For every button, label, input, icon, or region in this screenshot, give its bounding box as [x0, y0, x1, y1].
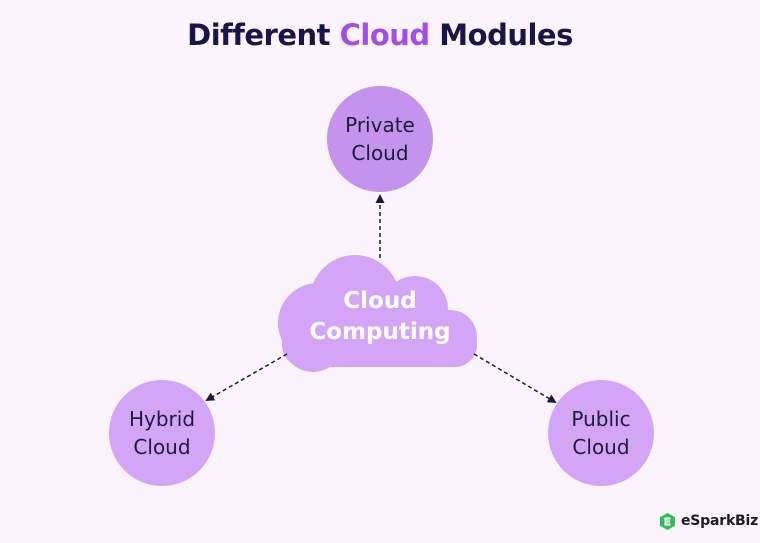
hybrid-cloud-node: Hybrid Cloud: [109, 380, 215, 486]
title-accent: Cloud: [339, 18, 431, 52]
public-cloud-line-1: Public: [571, 407, 631, 431]
cloud-computing-line-2: Computing: [309, 319, 451, 345]
title-part-2: Modules: [429, 18, 573, 52]
esparkbiz-logo-icon: [660, 512, 675, 530]
cloud-computing-label: Cloud Computing: [285, 286, 475, 348]
hybrid-cloud-line-1: Hybrid: [128, 407, 196, 431]
private-cloud-node: Private Cloud: [327, 86, 433, 192]
private-cloud-line-2: Cloud: [351, 141, 409, 165]
private-cloud-line-1: Private: [345, 113, 415, 137]
public-cloud-node: Public Cloud: [548, 380, 654, 486]
title-part-1: Different: [187, 18, 340, 52]
cloud-computing-shape: [278, 255, 477, 372]
hybrid-cloud-line-2: Cloud: [133, 435, 191, 459]
arrow-to-hybrid: [205, 353, 288, 401]
public-cloud-line-2: Cloud: [572, 435, 630, 459]
diagram-title: Different Cloud Modules: [0, 18, 760, 52]
arrow-to-public: [473, 353, 557, 404]
cloud-computing-line-1: Cloud: [343, 288, 417, 314]
esparkbiz-logo: eSparkBiz: [658, 511, 758, 531]
esparkbiz-logo-text: eSparkBiz: [681, 513, 759, 529]
